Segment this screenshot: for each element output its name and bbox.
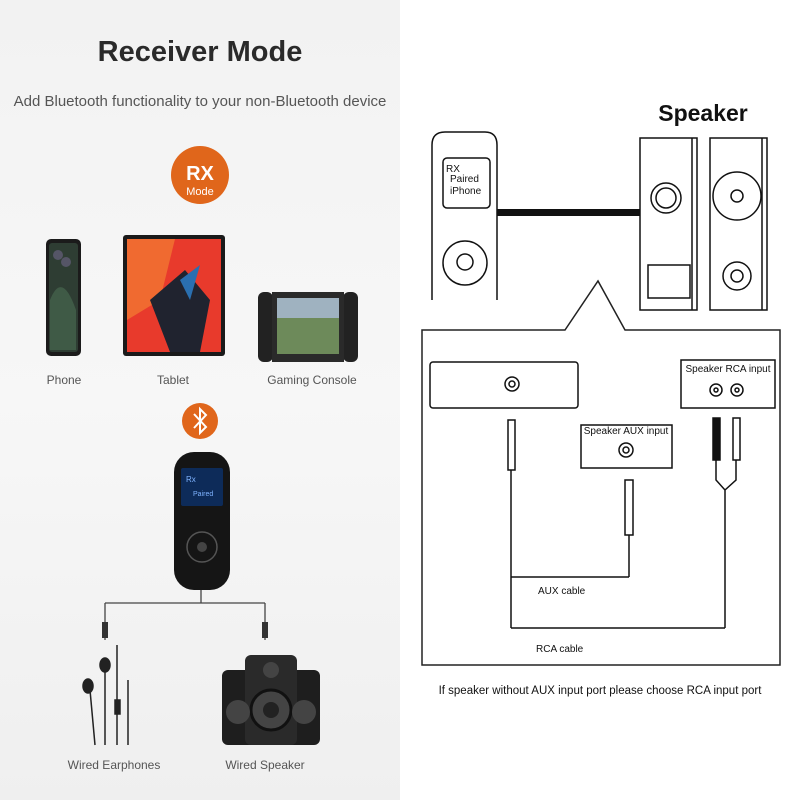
output-label-speaker: Wired Speaker xyxy=(225,758,304,772)
wired-earphones-image xyxy=(82,645,129,746)
tablet-image xyxy=(123,235,225,356)
receiver-screen-line1: Rx xyxy=(186,475,196,484)
connection-diagram-panel xyxy=(400,0,800,800)
rca-jacks xyxy=(709,383,744,397)
speaker-title: Speaker xyxy=(658,100,748,126)
badge-rx: RX xyxy=(186,163,214,185)
speaker-drawings xyxy=(639,137,768,311)
receiver-mode-panel xyxy=(0,0,400,800)
wired-speaker-image xyxy=(222,655,320,745)
rca-cable-label: RCA cable xyxy=(536,644,584,655)
output-label-earphones: Wired Earphones xyxy=(68,758,161,772)
aux-input-label: Speaker AUX input xyxy=(584,426,669,437)
rx-mode-badge: RX Mode xyxy=(171,146,229,204)
receiver-device: Rx Paired xyxy=(174,452,230,590)
phone-image xyxy=(46,239,81,356)
device-side-view xyxy=(429,361,579,409)
aux-input-box xyxy=(580,424,673,469)
source-label-phone: Phone xyxy=(47,373,82,387)
callout-box xyxy=(421,279,781,666)
connection-wires xyxy=(104,590,266,640)
device-screen-line3: iPhone xyxy=(450,186,482,197)
gaming-console-image xyxy=(258,292,358,362)
source-label-gaming-console: Gaming Console xyxy=(267,373,357,387)
receiver-screen-line2: Paired xyxy=(193,491,213,498)
source-label-tablet: Tablet xyxy=(157,373,190,387)
rca-input-label: Speaker RCA input xyxy=(685,364,770,375)
cable xyxy=(497,209,640,216)
device-screen-line1: RX xyxy=(446,164,460,175)
connector-plugs xyxy=(102,622,268,638)
transmitter-device-drawing xyxy=(431,131,498,300)
subtitle: Add Bluetooth functionality to your non-… xyxy=(14,93,387,110)
aux-cable-label: AUX cable xyxy=(538,586,586,597)
cables xyxy=(507,417,741,629)
bluetooth-icon xyxy=(182,403,218,439)
footer-note: If speaker without AUX input port please… xyxy=(439,685,763,697)
page-title: Receiver Mode xyxy=(98,36,303,68)
badge-mode: Mode xyxy=(186,186,214,198)
aux-jack xyxy=(618,442,634,458)
rca-input-box xyxy=(680,359,776,409)
device-screen-line2: Paired xyxy=(450,174,479,185)
